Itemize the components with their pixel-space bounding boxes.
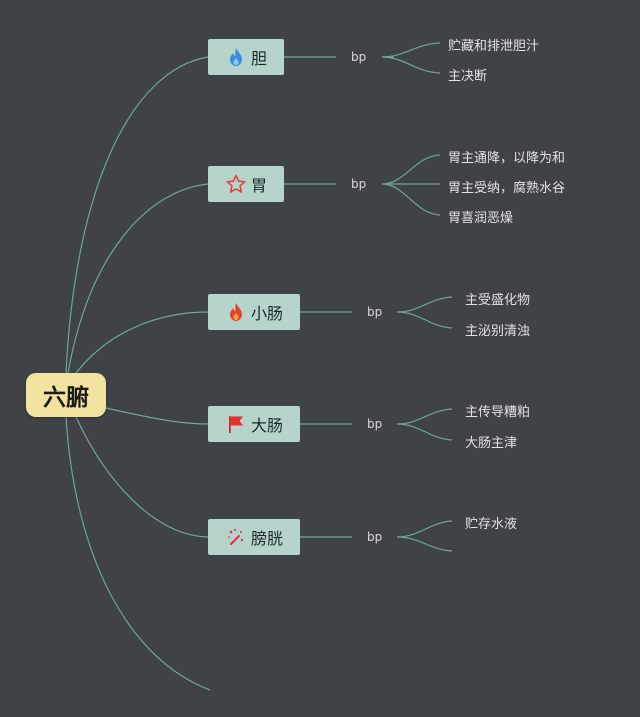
leaf-3-2[interactable]: 主泌别清浊 <box>465 324 531 339</box>
blue-flame-icon <box>225 46 247 68</box>
leaf-4-2[interactable]: 大肠主津 <box>465 436 518 451</box>
connector-leaf-1-1 <box>381 42 441 58</box>
branch-node-xiaochang[interactable]: 小肠 <box>208 294 300 330</box>
connector-root-branch-5 <box>75 416 209 538</box>
connector-root-branch-4 <box>105 407 209 425</box>
branch-label: 胃 <box>250 176 267 195</box>
connector-root-branch-3 <box>75 311 209 374</box>
connector-leaf-2-3 <box>381 183 441 216</box>
branch-node-wei[interactable]: 胃 <box>208 166 284 202</box>
connector-leaf-4-2 <box>396 423 453 441</box>
connector-leaf-5-2 <box>396 536 453 552</box>
branch-label: 膀胱 <box>250 529 283 548</box>
leaf-2-2[interactable]: 胃主受纳，腐熟水谷 <box>448 181 566 196</box>
branch-node-pangguang[interactable]: 膀胱 <box>208 519 300 555</box>
connector-leaf-1-2 <box>381 56 441 74</box>
root-node[interactable]: 六腑 <box>26 373 106 417</box>
sub-label-2: bp <box>351 177 367 191</box>
connector-root-branch-2 <box>67 183 209 374</box>
sub-label-3: bp <box>367 305 383 319</box>
branch-label: 胆 <box>250 49 267 68</box>
branch-label: 小肠 <box>250 304 283 323</box>
magic-wand-icon <box>225 526 247 548</box>
branch-label: 大肠 <box>250 416 283 435</box>
connector-root-branch-1 <box>65 56 209 374</box>
connector-leaf-5-1 <box>396 520 453 538</box>
red-flag-icon <box>225 413 247 435</box>
connector-leaf-4-1 <box>396 408 453 425</box>
connector-root-tail <box>65 416 211 691</box>
leaf-4-1[interactable]: 主传导糟粕 <box>465 405 531 420</box>
leaf-1-2[interactable]: 主决断 <box>448 69 488 84</box>
branch-node-dan[interactable]: 胆 <box>208 39 284 75</box>
sub-label-4: bp <box>367 417 383 431</box>
leaf-2-1[interactable]: 胃主通降，以降为和 <box>448 151 566 166</box>
leaf-3-1[interactable]: 主受盛化物 <box>465 293 531 308</box>
sub-label-1: bp <box>351 50 367 64</box>
connector-leaf-2-1 <box>381 154 441 185</box>
red-flame-icon <box>225 301 247 323</box>
root-label: 六腑 <box>43 385 89 411</box>
leaf-2-3[interactable]: 胃喜润恶燥 <box>448 211 514 226</box>
leaf-5-1[interactable]: 贮存水液 <box>465 517 518 532</box>
leaf-1-1[interactable]: 贮藏和排泄胆汁 <box>448 39 540 54</box>
sub-label-5: bp <box>367 530 383 544</box>
connector-leaf-3-1 <box>396 296 453 313</box>
branch-node-dachang[interactable]: 大肠 <box>208 406 300 442</box>
connector-leaf-3-2 <box>396 311 453 329</box>
star-outline-icon <box>225 173 247 195</box>
